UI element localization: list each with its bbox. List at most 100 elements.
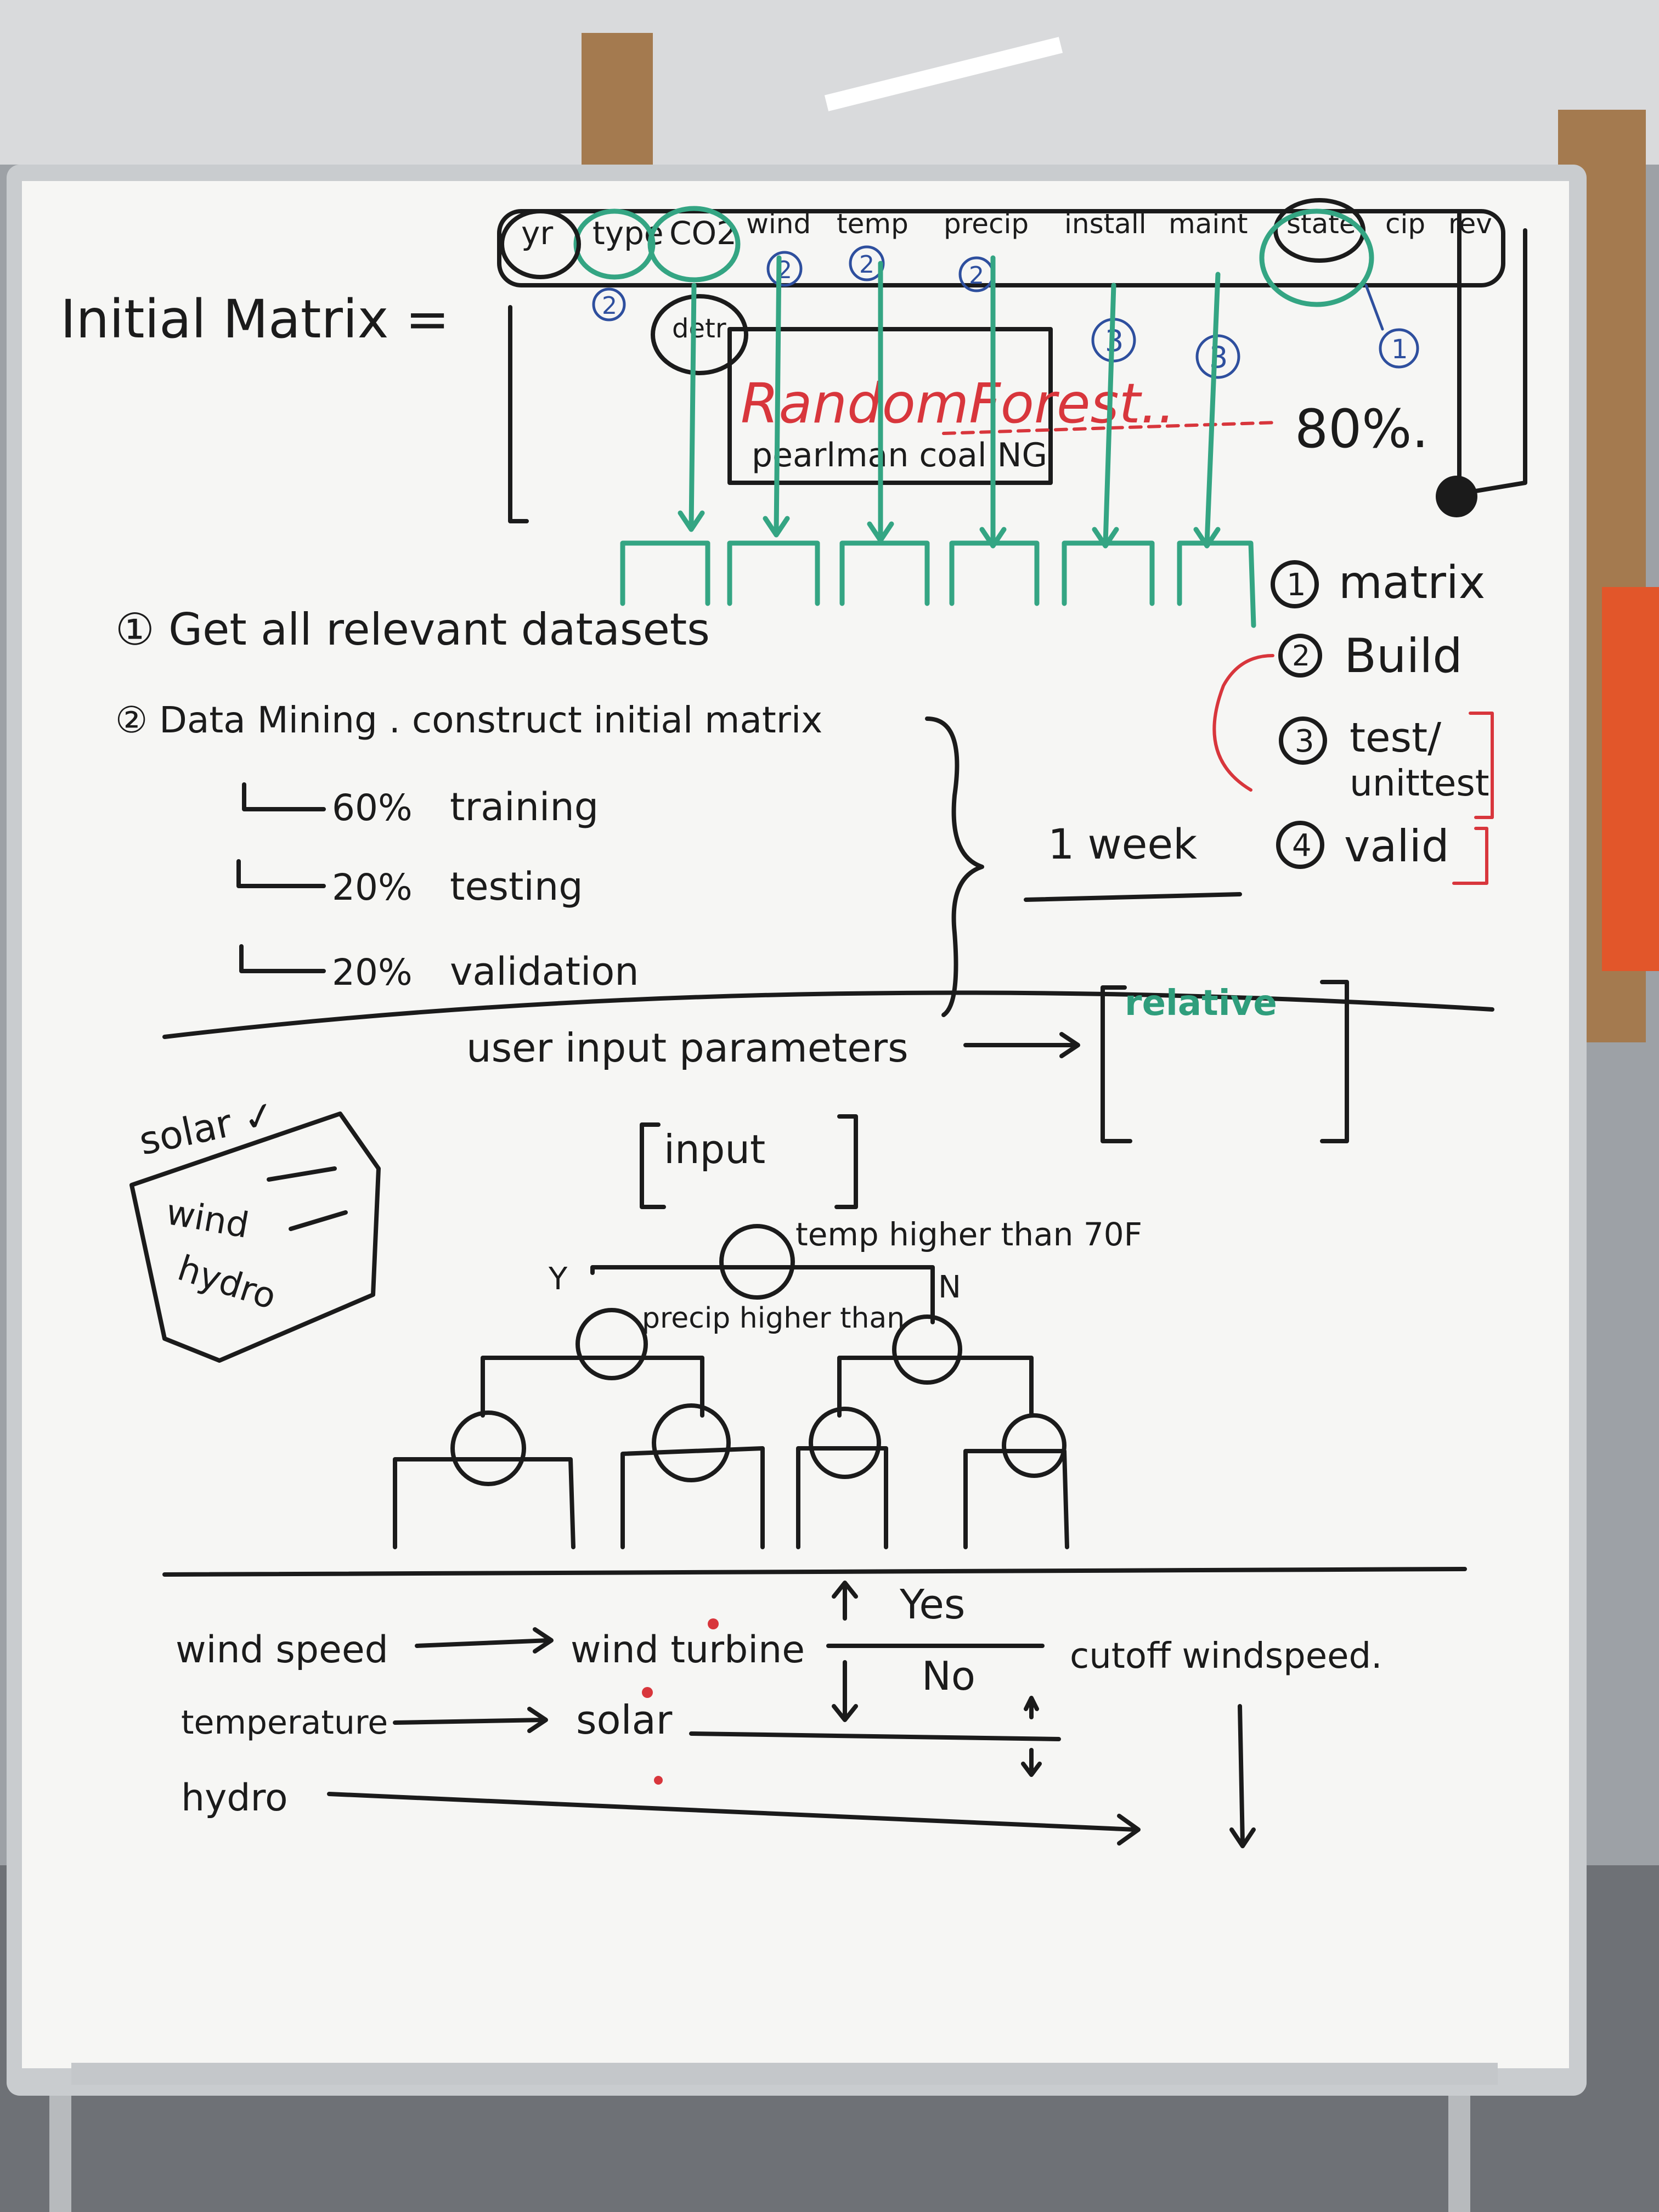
plan-circle-4 [1276, 821, 1324, 869]
plan-list: 1 matrix 2 Build 3 test/ unittest 4 vali… [1212, 557, 1494, 885]
step-2: ② Data Mining . construct initial matrix [115, 699, 822, 741]
plan-label-1: matrix [1339, 557, 1485, 609]
forest-caption: pearlman coal NG [752, 436, 1047, 475]
split-label-2: testing [450, 864, 583, 909]
initial-matrix-title: Initial Matrix = [60, 289, 449, 350]
plan-circle-2 [1278, 634, 1322, 678]
note-1: 1 [1391, 334, 1408, 365]
ink-splat [1436, 476, 1477, 517]
flow-arrow-wind [415, 1627, 554, 1654]
plan-label-4: valid [1344, 821, 1449, 872]
column-temp: temp [837, 208, 909, 240]
plan-num-4: 4 [1292, 828, 1312, 864]
note-2d: 2 [969, 262, 984, 290]
user-input-label: user input parameters [466, 1025, 909, 1071]
note-2a: 2 [602, 292, 617, 320]
tree-node-left [575, 1308, 648, 1380]
column-cip: cip [1385, 208, 1425, 240]
split-pct-3: 20% [332, 951, 413, 994]
split-label-3: validation [450, 949, 639, 994]
flow-arrow-temp [393, 1707, 548, 1733]
tree-root [719, 1224, 795, 1300]
option-hydro-line [289, 1210, 348, 1231]
note-circle-3b [1195, 334, 1240, 379]
flow-wind-speed: wind speed [176, 1628, 388, 1672]
tree-leaf-2 [652, 1403, 731, 1482]
divider-1 [162, 990, 1494, 1039]
red-dot-1 [708, 1618, 719, 1629]
column-precip: precip [944, 208, 1029, 240]
column-yr: yr [521, 215, 553, 252]
green-arrow-6 [1193, 272, 1221, 549]
green-arrow-2 [763, 255, 790, 538]
red-bracket-1 [1469, 712, 1494, 819]
matrix-header: yr type CO2 wind temp precip install mai… [497, 198, 1505, 375]
bottom-rail [71, 2063, 1498, 2085]
split-pct-2: 20% [332, 866, 413, 909]
user-input-arrow [963, 1032, 1080, 1058]
steps-brace [925, 716, 984, 1017]
input-bracket [640, 1114, 858, 1209]
tree-node-right [892, 1314, 962, 1385]
circle-co2 [647, 206, 741, 283]
note-circle-2b [766, 251, 803, 287]
random-forest-label: RandomForest.. [741, 371, 1175, 436]
split-pct-1: 60% [332, 787, 413, 829]
tree-leaf-4 [1002, 1413, 1066, 1478]
matrix-left-bracket [508, 305, 529, 523]
whiteboard-surface [22, 181, 1569, 2068]
flow-wind-turbine: wind turbine [571, 1628, 805, 1672]
accuracy-label: 80%. [1295, 398, 1429, 460]
green-arrows [620, 255, 1256, 628]
green-arrow-5 [1092, 283, 1119, 549]
option-wind-line [267, 1166, 337, 1182]
tree-root-label: temp higher than 70F [795, 1216, 1142, 1253]
split-label-1: training [450, 785, 599, 830]
flow-up-down-arrows [832, 1581, 858, 1722]
column-rev: rev [1448, 208, 1492, 240]
flow-hydro: hydro [181, 1776, 288, 1820]
ceiling [0, 0, 1659, 165]
relative-bracket [1101, 980, 1349, 1143]
circle-detr [651, 294, 748, 375]
note-circle-2a [592, 287, 626, 321]
plan-circle-3 [1279, 716, 1327, 765]
flow-arrow-hydro [327, 1792, 1141, 1846]
orange-booth [1602, 587, 1659, 971]
plan-label-2: Build [1344, 629, 1463, 684]
flow-cutoff: cutoff windspeed. [1070, 1636, 1382, 1677]
step-1: ① Get all relevant datasets [115, 604, 710, 655]
column-wind: wind [746, 208, 811, 240]
circle-yr [500, 209, 581, 279]
plan-label-3b: unittest [1350, 762, 1489, 804]
split-arrow-2 [236, 859, 326, 888]
blue-arrow [1364, 284, 1384, 331]
decision-tree: temp higher than 70F Y N precip higher t… [393, 1216, 1142, 1549]
note-detr: detr [672, 313, 726, 344]
forest-box [727, 327, 1053, 485]
splits: 60% training 20% testing 20% validation [236, 782, 639, 994]
plan-num-2: 2 [1292, 640, 1310, 673]
flow-cutoff-down [1229, 1704, 1256, 1848]
header-box [497, 209, 1505, 287]
flow-yes: Yes [899, 1581, 965, 1628]
flow-solar-arrows [1021, 1696, 1042, 1777]
tree-leaf-arcs [393, 1446, 1069, 1549]
tree-leaf-3 [809, 1407, 881, 1479]
column-maint: maint [1169, 208, 1248, 240]
ceiling-light [824, 37, 1063, 111]
timeline-label: 1 week [1048, 820, 1197, 868]
frame-leg-right [1448, 2096, 1470, 2212]
flow-temperature: temperature [181, 1703, 388, 1742]
tree-no-mark: N [938, 1269, 961, 1305]
green-arrow-1 [678, 283, 705, 532]
note-2c: 2 [859, 251, 874, 279]
circle-state-green [1259, 208, 1374, 307]
matrix-right-bracket [1457, 212, 1527, 496]
options-box-outline [129, 1111, 381, 1363]
plan-num-3: 3 [1295, 724, 1314, 759]
green-trees [620, 540, 1256, 628]
plan-num-1: 1 [1286, 567, 1306, 603]
red-dot-2 [642, 1687, 653, 1698]
